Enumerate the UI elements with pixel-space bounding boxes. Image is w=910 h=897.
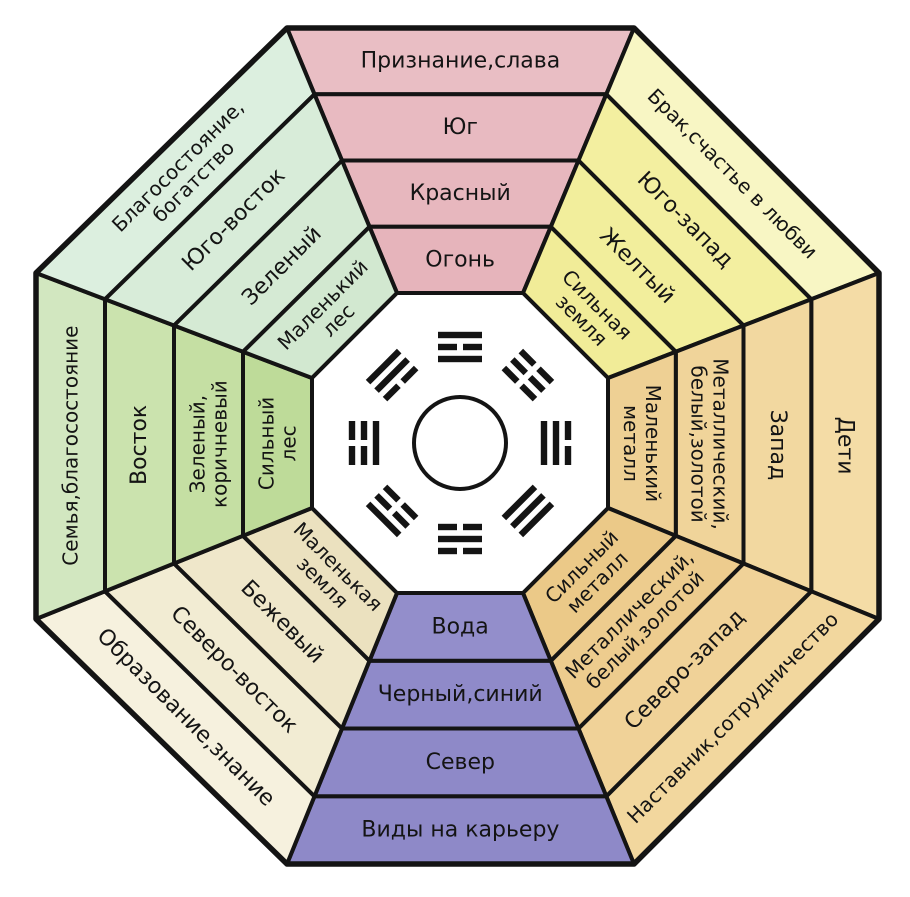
trigram-kan-icon xyxy=(438,523,482,555)
label-south-ring1: Признание,слава xyxy=(361,49,561,74)
label-west-ring4: Маленькийметалл xyxy=(619,385,665,503)
label-south-ring4: Огонь xyxy=(425,247,495,272)
label-north-ring1: Виды на карьеру xyxy=(361,818,559,843)
label-west-ring3: Металлический,белый,золотой xyxy=(687,358,733,530)
label-west-ring1: Дети xyxy=(833,417,858,475)
center-area xyxy=(310,291,610,595)
label-west-ring2: Запад xyxy=(765,410,790,481)
label-north-ring2: Север xyxy=(426,750,495,775)
label-east-ring2: Восток xyxy=(127,405,152,485)
trigram-qian-icon xyxy=(501,484,555,538)
center-circle xyxy=(412,395,508,491)
label-north-ring3: Черный,синий xyxy=(378,682,543,707)
sector-bands xyxy=(33,25,882,867)
label-south-ring3: Красный xyxy=(410,181,511,206)
label-north-ring4: Вода xyxy=(431,614,488,639)
trigram-xun-icon xyxy=(365,348,419,402)
label-south-ring2: Юг xyxy=(443,115,478,140)
octagon-outline xyxy=(33,25,882,867)
trigram-dui-icon xyxy=(540,421,572,465)
trigram-gen-icon xyxy=(365,484,419,538)
trigram-zhen-icon xyxy=(348,421,380,465)
label-east-ring4: Сильныйлес xyxy=(255,397,301,490)
trigram-kun-icon xyxy=(501,348,555,402)
trigram-li-icon xyxy=(438,331,482,363)
label-east-ring3: Зеленый,коричневый xyxy=(186,380,232,508)
label-east-ring1: Семья,благосостояние xyxy=(59,326,83,566)
